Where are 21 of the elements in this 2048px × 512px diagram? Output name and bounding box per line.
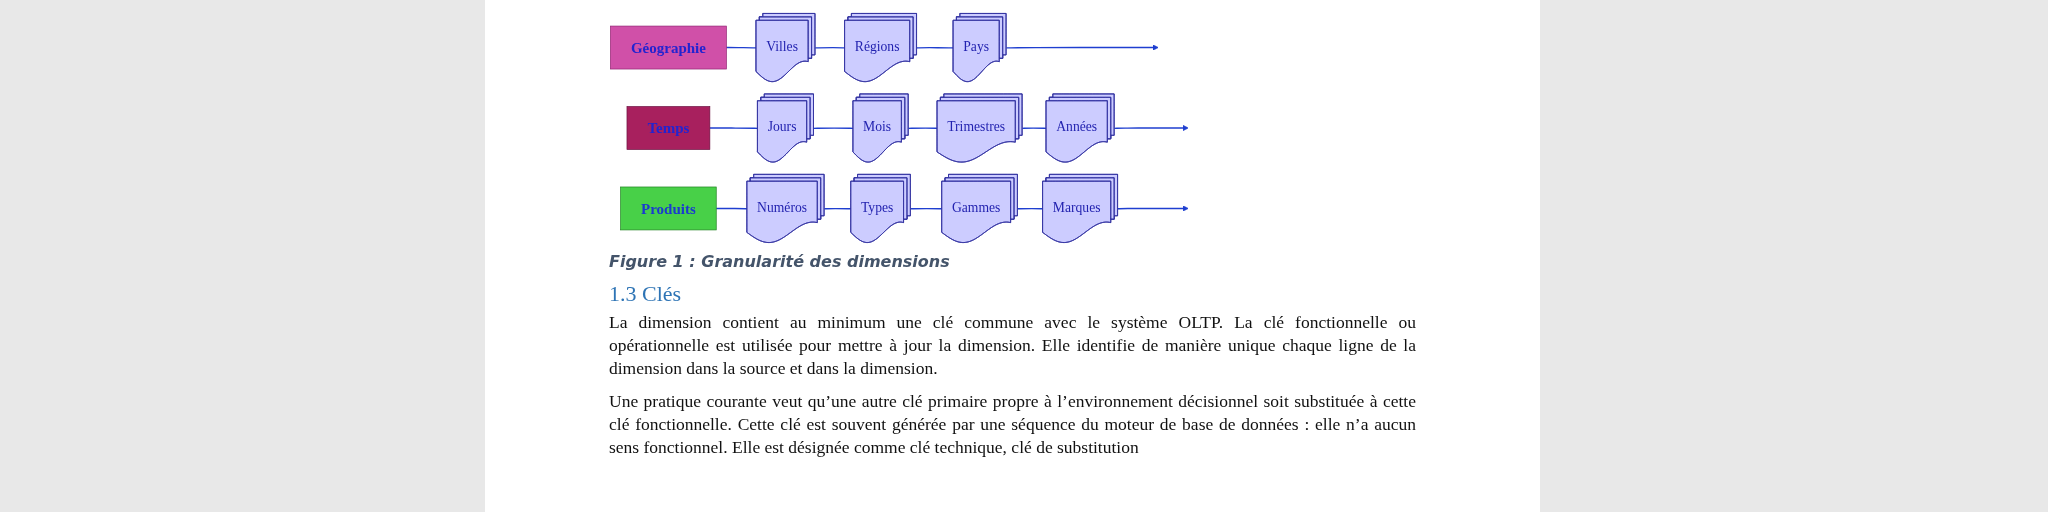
node-box: Temps (626, 106, 711, 150)
section-heading: 1.3 Clés (609, 281, 683, 307)
connector (715, 207, 748, 210)
connector (725, 46, 757, 49)
connector (814, 47, 846, 49)
arrow (1005, 44, 1159, 51)
connector (907, 127, 938, 129)
paragraph: La dimension contient au minimum une clé commune avec le système OLTP. La clé fonctionnelle ou opérationnelle est utilisée pour mettre à jour la dimension. Elle identifie de manière unique chaque ligne de la dimension dans la source et dans la dimension. (609, 311, 1416, 380)
connector (916, 47, 955, 49)
connector (910, 207, 943, 210)
connector (1017, 207, 1044, 210)
node-box: Géographie (610, 25, 727, 70)
paragraph: Une pratique courante veut qu’une autre clé primaire propre à l’environnement décisionnel soit substituée à cette clé fonctionnelle. Cette clé est souvent générée par une séquence du moteur de base de données : elle n’a aucun sens fonctionnel. Elle est désignée comme clé technique, clé de substitution (609, 390, 1416, 459)
connector (823, 207, 852, 210)
connector (813, 127, 854, 129)
arrow (1117, 205, 1189, 212)
figure-caption: Figure 1 : Granularité des dimensions (609, 252, 951, 271)
connector (1021, 127, 1047, 129)
node-box: Produits (620, 186, 717, 231)
arrow (1113, 125, 1189, 131)
connector (709, 127, 759, 129)
